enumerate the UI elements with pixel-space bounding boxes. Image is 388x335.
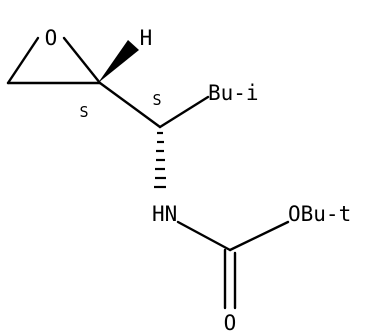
bond-c-c (98, 81, 162, 129)
tbutoxy-label: OBu-t (288, 202, 351, 226)
epoxide-stereo-label: S (79, 103, 88, 121)
amine-carbon-stereo-label: S (152, 91, 161, 109)
ring-bond-ch2-o (6, 36, 40, 85)
bond-c-isobutyl (158, 95, 210, 129)
epoxide-oxygen-label: O (45, 26, 58, 50)
wedge-bond-h (98, 40, 139, 83)
bond-carbonyl-o-ester (228, 220, 290, 252)
nitrogen-label: HN (152, 202, 177, 226)
ring-bond-o-c (62, 36, 102, 85)
hashed-bond-n (154, 131, 166, 189)
hydrogen-label: H (140, 26, 153, 50)
carbonyl-oxygen-label: O (224, 311, 237, 335)
bond-n-carbonyl (176, 220, 232, 252)
isobutyl-label: Bu-i (208, 81, 259, 105)
